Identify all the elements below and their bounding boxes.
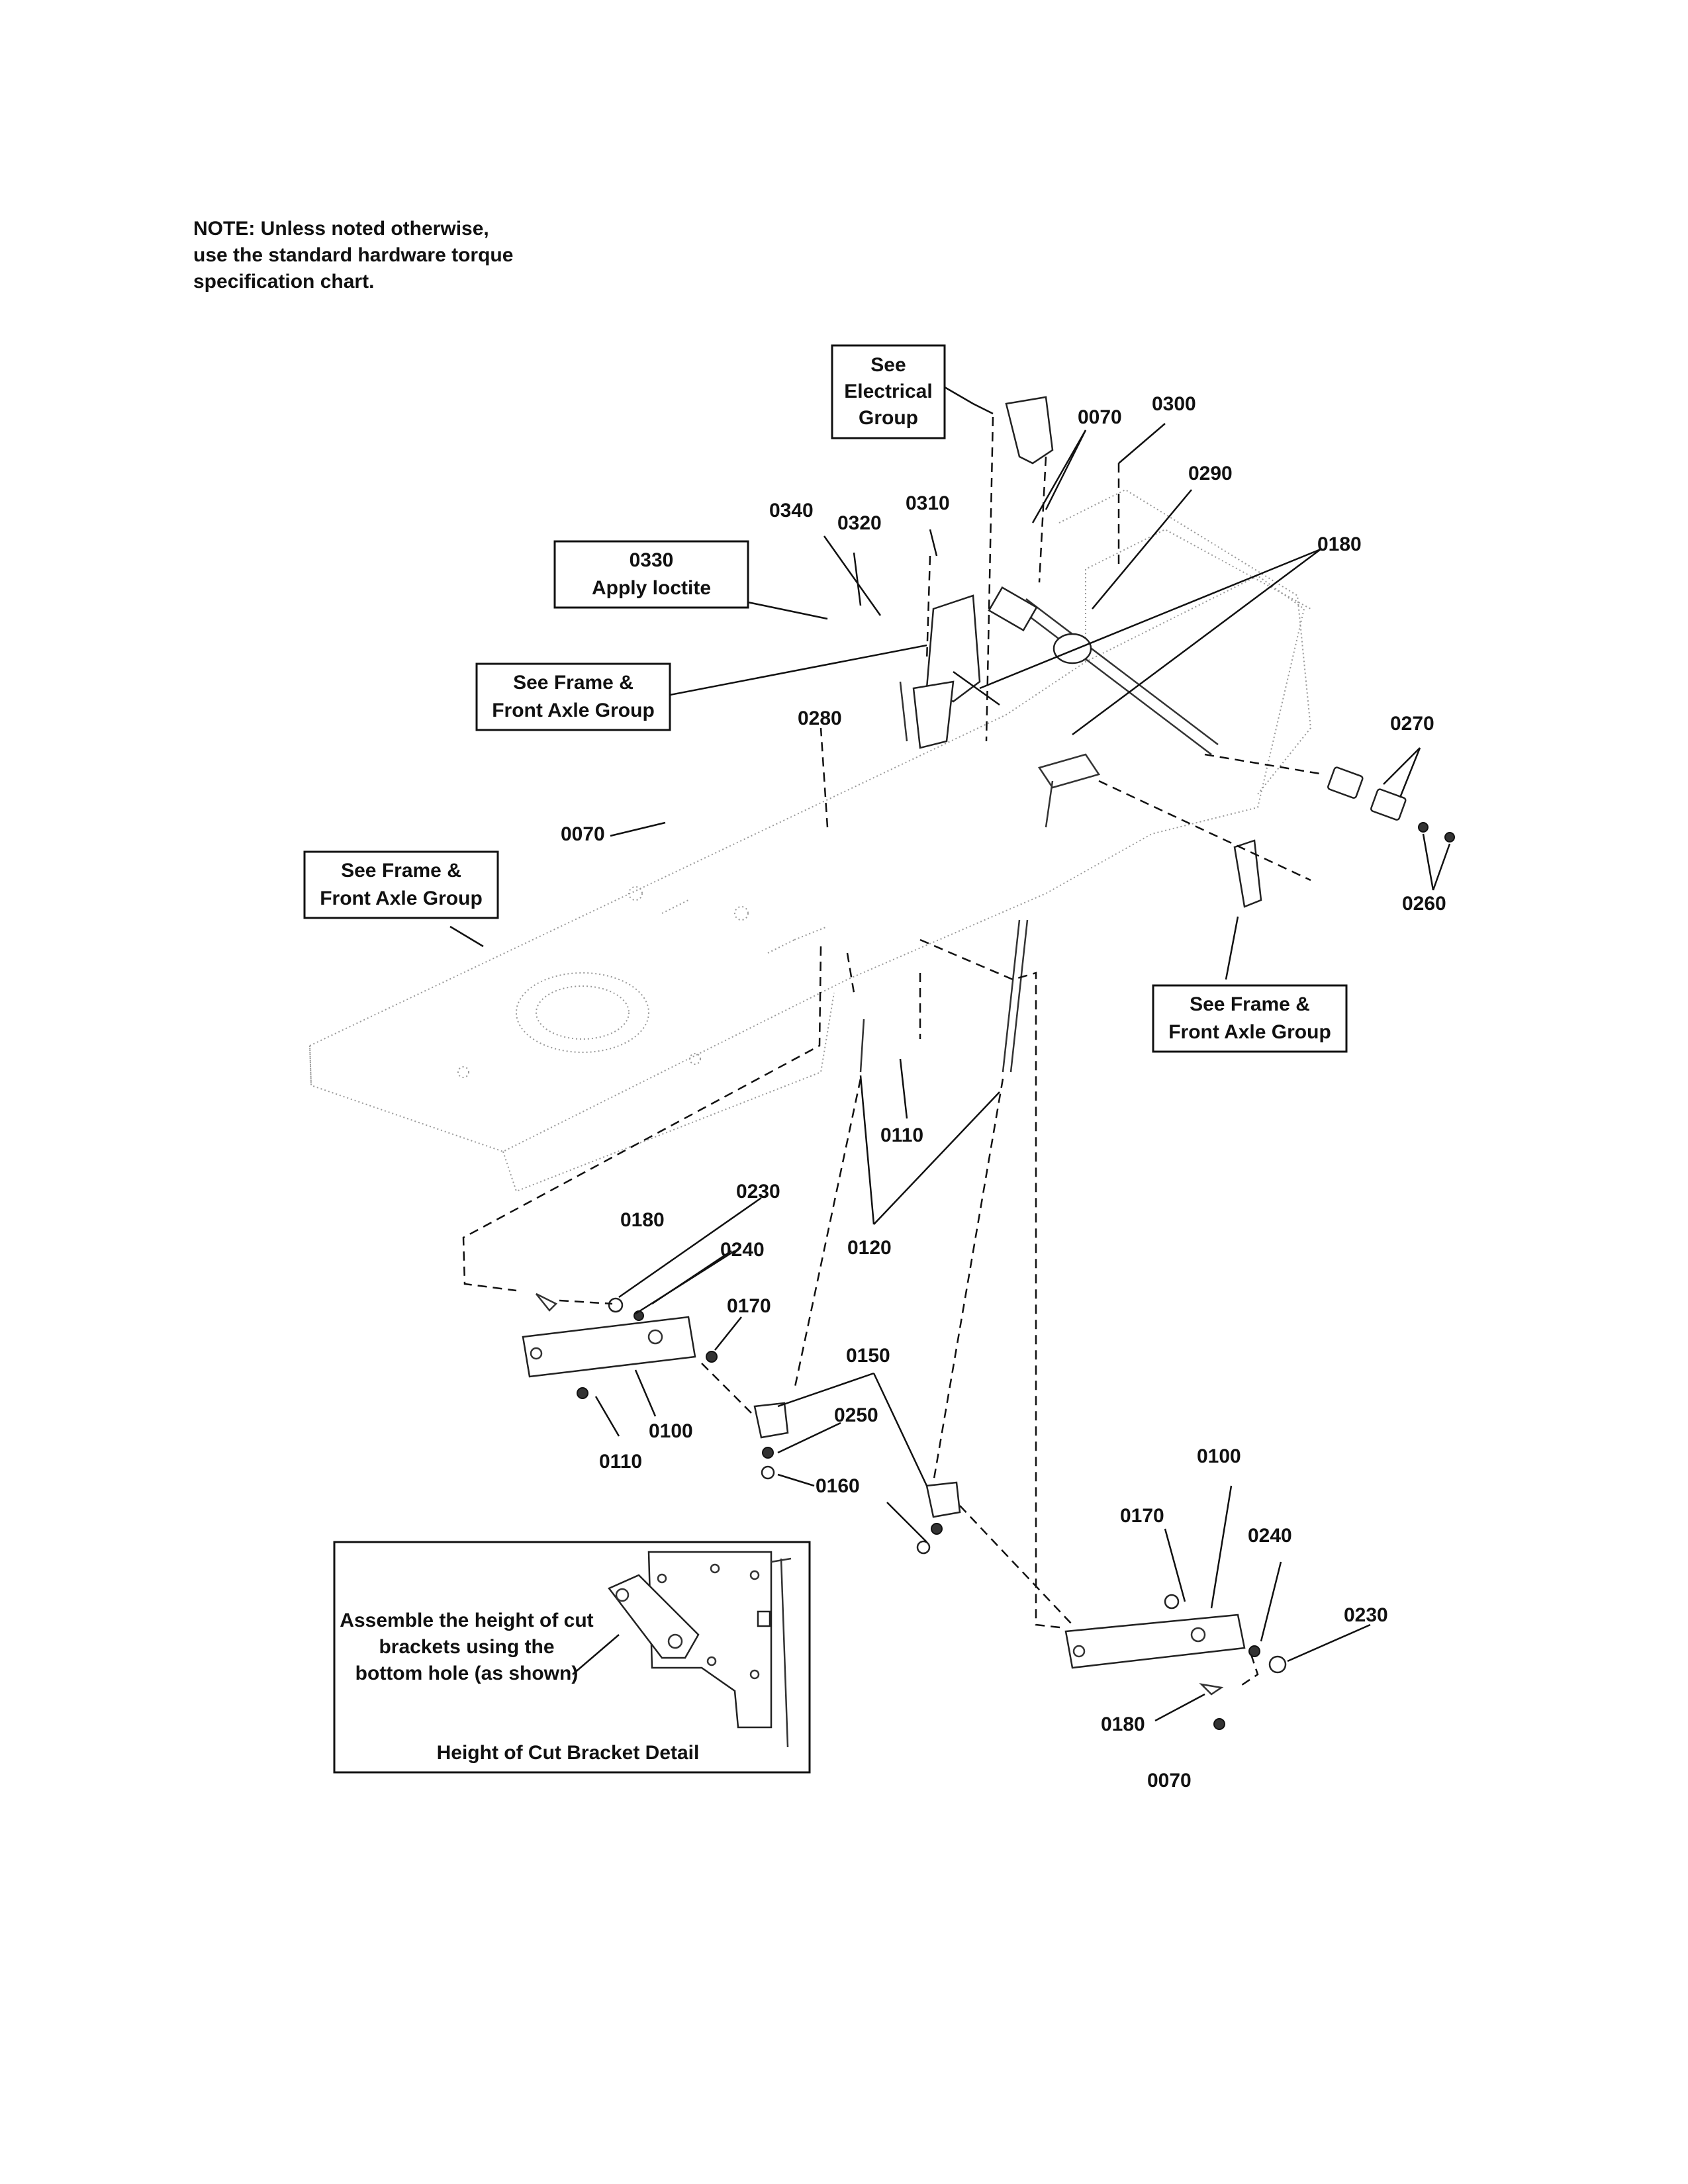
- part-label-0290: 0290: [1188, 463, 1233, 484]
- lift-shaft-assembly: [899, 396, 1219, 828]
- part-label-0280: 0280: [798, 707, 842, 729]
- part-label-0070: 0070: [561, 823, 605, 845]
- note-line-1: NOTE: Unless noted otherwise,: [193, 218, 489, 240]
- height-of-cut-detail: Assemble the height of cut brackets usin…: [333, 1541, 811, 1774]
- callout-text: Front Axle Group: [320, 887, 483, 909]
- part-label-0070: 0070: [1078, 406, 1122, 428]
- callout-text: Group: [859, 407, 918, 429]
- note-line-3: specification chart.: [193, 271, 375, 293]
- lift-rods: [859, 919, 1029, 1073]
- leader-lines: [449, 386, 1451, 1722]
- part-label-0300: 0300: [1152, 393, 1196, 415]
- part-label-0110: 0110: [599, 1451, 642, 1473]
- part-label-0150: 0150: [846, 1345, 890, 1367]
- right-cut-bracket: [1064, 1594, 1287, 1730]
- part-label-0240: 0240: [1248, 1525, 1292, 1547]
- detail-note-line-2: brackets using the: [379, 1636, 554, 1658]
- callout-text: See: [870, 354, 906, 376]
- part-label-0250: 0250: [834, 1404, 878, 1426]
- part-label-0240: 0240: [720, 1239, 765, 1261]
- frame-outline: [308, 488, 1312, 1193]
- callout-text: See Frame &: [341, 860, 461, 882]
- part-label-0340: 0340: [769, 500, 814, 522]
- part-label-0180: 0180: [620, 1209, 665, 1231]
- callout-text: Apply loctite: [592, 577, 711, 599]
- callout-text: Front Axle Group: [492, 700, 655, 721]
- part-label-0100: 0100: [1197, 1445, 1241, 1467]
- part-label-0120: 0120: [847, 1237, 892, 1259]
- note-line-2: use the standard hardware torque: [193, 244, 514, 266]
- part-label-0180: 0180: [1101, 1713, 1145, 1735]
- part-label-0230: 0230: [736, 1181, 780, 1203]
- detail-title: Height of Cut Bracket Detail: [437, 1742, 700, 1764]
- part-label-0260: 0260: [1402, 893, 1446, 915]
- callout-text: 0330: [630, 549, 674, 571]
- part-label-0110: 0110: [880, 1124, 923, 1146]
- electrical-group-callout: See Electrical Group: [831, 344, 946, 439]
- callout-text: Electrical: [844, 381, 932, 402]
- torque-note: NOTE: Unless noted otherwise, use the st…: [193, 216, 564, 295]
- center-pivot-blocks: [753, 1402, 961, 1555]
- frame-callout-right: See Frame & Front Axle Group: [1152, 984, 1348, 1053]
- part-label-0180: 0180: [1317, 533, 1362, 555]
- detail-note-line-3: bottom hole (as shown): [355, 1662, 579, 1684]
- part-label-0230: 0230: [1344, 1604, 1388, 1626]
- part-number-labels: 0070 0300 0290 0180 0310 0340 0320 0280 …: [561, 393, 1446, 1792]
- part-label-0100: 0100: [649, 1420, 693, 1442]
- right-side-hardware: [1233, 766, 1455, 908]
- part-label-0320: 0320: [837, 512, 882, 534]
- assembly-lines: [462, 416, 1325, 1689]
- part-label-0170: 0170: [727, 1295, 771, 1317]
- part-label-0270: 0270: [1390, 713, 1434, 735]
- callout-text: See Frame &: [1190, 993, 1310, 1015]
- left-cut-bracket: [522, 1293, 718, 1399]
- callout-text: See Frame &: [513, 672, 633, 694]
- part-label-0170: 0170: [1120, 1505, 1164, 1527]
- callout-text: Front Axle Group: [1168, 1021, 1331, 1043]
- part-label-0310: 0310: [906, 492, 950, 514]
- part-label-0160: 0160: [816, 1475, 860, 1497]
- frame-callout-left: See Frame & Front Axle Group: [303, 850, 499, 919]
- loctite-callout: 0330 Apply loctite: [553, 540, 749, 609]
- part-label-0070: 0070: [1147, 1770, 1192, 1792]
- frame-callout-top: See Frame & Front Axle Group: [475, 662, 671, 731]
- detail-note-line-1: Assemble the height of cut: [340, 1610, 593, 1631]
